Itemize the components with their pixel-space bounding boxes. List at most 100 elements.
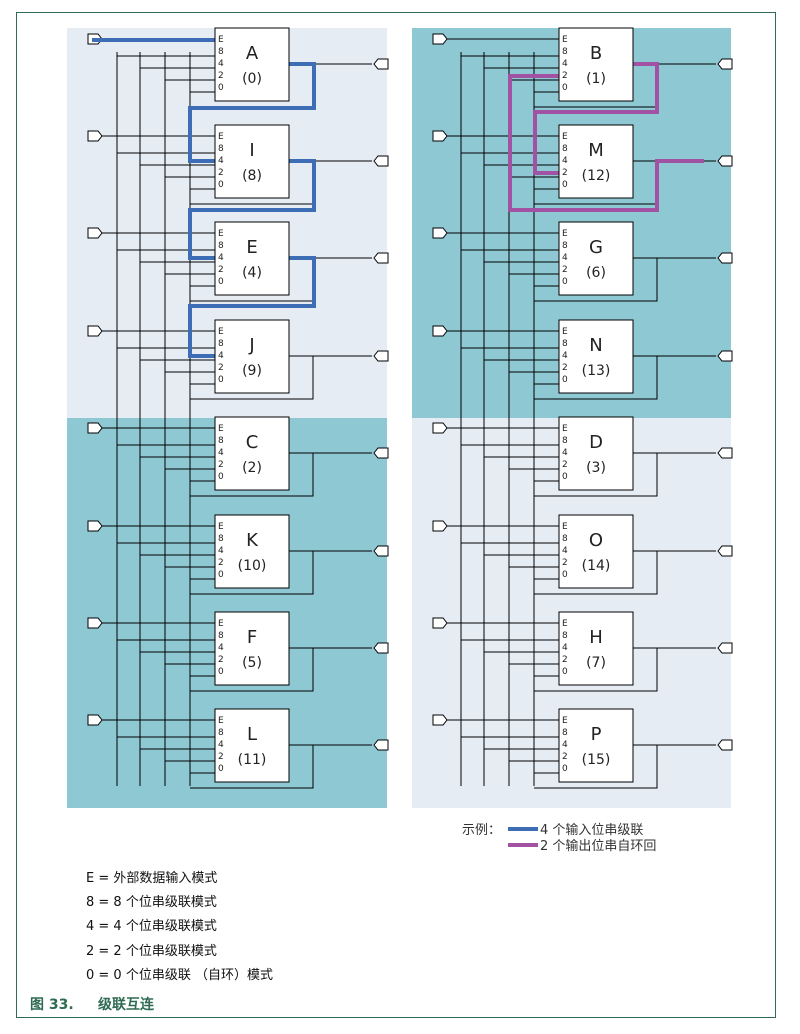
pin-label: 0: [218, 570, 224, 580]
pin-label: 4: [218, 546, 224, 556]
block-number: (13): [582, 363, 611, 379]
left-output-port: [373, 350, 389, 362]
left-feedback-wire: [190, 648, 314, 692]
left-output-port: [373, 155, 389, 167]
legend: 示例： 4 个输入位串级联 2 个输出位串自环回: [462, 822, 656, 854]
block-number: (14): [582, 558, 611, 574]
right-feedback-wire: [534, 648, 658, 692]
pin-label: 4: [218, 351, 224, 361]
right-output-port: [717, 350, 733, 362]
definition-0: 0 = 0 个位串级联 （自环）模式: [86, 968, 273, 983]
block-e: [214, 221, 290, 296]
definition-2: 2 = 2 个位串级联模式: [86, 944, 217, 959]
pin-label: E: [562, 132, 568, 142]
pin-label: 2: [562, 363, 568, 373]
pin-label: 0: [218, 277, 224, 287]
pin-label: 2: [562, 71, 568, 81]
pin-label: 0: [562, 570, 568, 580]
left-output-port: [373, 252, 389, 264]
block-letter: E: [246, 237, 257, 258]
right-input-port: [432, 617, 448, 629]
left-input-port: [87, 422, 103, 434]
right-input-port: [432, 325, 448, 337]
definition-4: 4 = 4 个位串级联模式: [86, 919, 217, 934]
pin-label: 8: [562, 339, 568, 349]
pin-label: 0: [562, 764, 568, 774]
pin-label: 4: [218, 156, 224, 166]
legend-blue-text: 4 个输入位串级联: [540, 822, 643, 838]
pin-label: 4: [562, 546, 568, 556]
block-j: [214, 319, 290, 394]
pin-label: 0: [218, 472, 224, 482]
block-letter: F: [247, 627, 257, 648]
pin-label: 4: [218, 643, 224, 653]
pin-label: 2: [562, 168, 568, 178]
pin-label: 2: [218, 752, 224, 762]
block-number: (10): [238, 558, 267, 574]
right-input-port: [432, 520, 448, 532]
pin-label: 8: [562, 436, 568, 446]
left-output-port: [373, 545, 389, 557]
pin-label: E: [562, 327, 568, 337]
pin-label: 0: [562, 667, 568, 677]
block-letter: O: [589, 530, 603, 551]
definition-8: 8 = 8 个位串级联模式: [86, 895, 217, 910]
block-letter: J: [248, 335, 254, 356]
right-feedback-wire: [534, 551, 658, 595]
pin-label: 2: [218, 363, 224, 373]
pin-label: 0: [562, 180, 568, 190]
cascade-blue-path: [188, 62, 316, 163]
block-letter: H: [589, 627, 603, 648]
pin-label: 8: [218, 144, 224, 154]
right-feedback-wire: [534, 745, 658, 789]
pin-label: 8: [218, 631, 224, 641]
pin-label: 0: [562, 83, 568, 93]
left-input-port: [87, 714, 103, 726]
pin-label: 2: [562, 558, 568, 568]
right-feedback-wire: [534, 453, 658, 497]
block-letter: L: [247, 724, 257, 745]
left-input-port: [87, 325, 103, 337]
pin-label: 2: [562, 655, 568, 665]
block-i: [214, 124, 290, 199]
pin-label: E: [562, 522, 568, 532]
pin-label: 2: [562, 752, 568, 762]
pin-label: 4: [562, 643, 568, 653]
right-input-port: [432, 130, 448, 142]
right-output-port: [717, 545, 733, 557]
right-output-port: [717, 155, 733, 167]
pin-label: E: [562, 229, 568, 239]
block-number: (7): [586, 655, 606, 671]
right-output-port: [717, 252, 733, 264]
left-feedback-wire: [190, 551, 314, 595]
pin-label: 2: [218, 168, 224, 178]
block-f: [214, 611, 290, 686]
pin-label: 2: [218, 71, 224, 81]
left-feedback-wire: [190, 356, 314, 400]
pin-label: 2: [218, 655, 224, 665]
pin-label: 4: [218, 448, 224, 458]
mode-definitions: E = 外部数据输入模式 8 = 8 个位串级联模式 4 = 4 个位串级联模式…: [86, 870, 273, 983]
pin-label: 0: [218, 667, 224, 677]
block-number: (8): [242, 168, 262, 184]
pin-label: E: [218, 229, 224, 239]
block-letter: A: [246, 43, 259, 64]
pin-label: 8: [218, 47, 224, 57]
cascade-blue-path: [188, 256, 316, 358]
block-number: (2): [242, 460, 262, 476]
right-output-port: [717, 447, 733, 459]
block-h: [558, 611, 634, 686]
block-n: [558, 319, 634, 394]
left-output-port: [373, 447, 389, 459]
pin-label: 2: [218, 558, 224, 568]
block-number: (6): [586, 265, 606, 281]
pin-label: E: [218, 424, 224, 434]
right-feedback-wire: [534, 356, 658, 400]
block-number: (12): [582, 168, 611, 184]
pin-label: 8: [562, 144, 568, 154]
block-letter: K: [246, 530, 259, 551]
pin-label: 4: [562, 59, 568, 69]
block-number: (11): [238, 752, 267, 768]
pin-label: E: [218, 619, 224, 629]
